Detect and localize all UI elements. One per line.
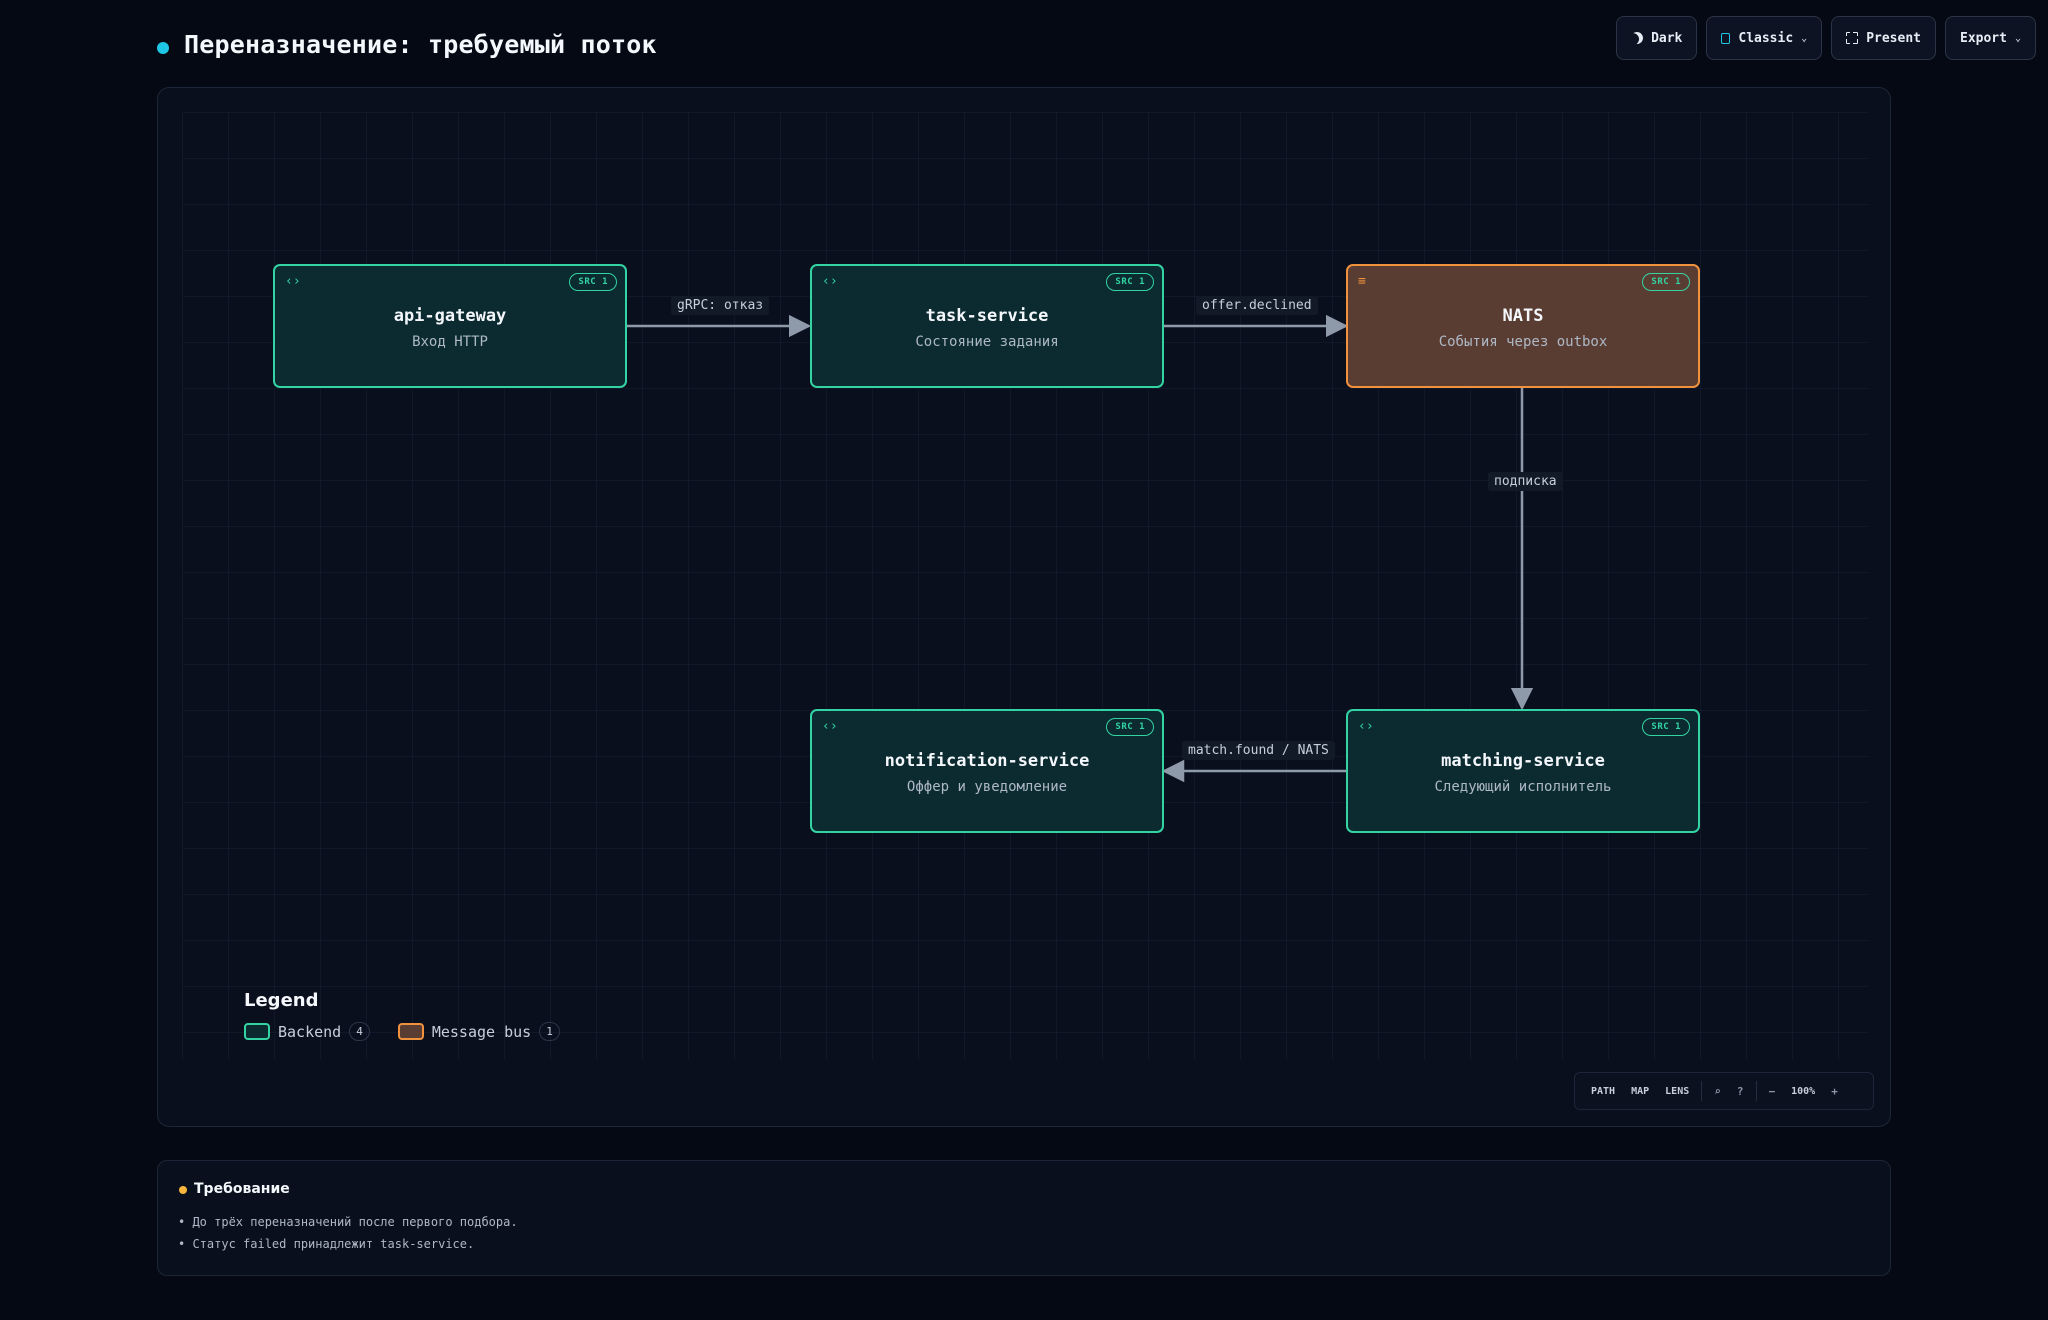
style-label: Classic	[1738, 30, 1794, 46]
node-title: task-service	[925, 306, 1049, 326]
legend-item-message-bus[interactable]: Message bus 1	[397, 1022, 560, 1041]
code-icon: ‹›	[822, 274, 838, 289]
present-label: Present	[1866, 30, 1921, 46]
source-badge: SRC 1	[1642, 273, 1690, 291]
node-notification-service[interactable]: ‹› SRC 1 notification-service Оффер и ув…	[810, 709, 1164, 833]
edge-label-offer-declined: offer.declined	[1196, 296, 1318, 315]
chevron-down-icon: ⌄	[2014, 32, 2021, 44]
diagram-canvas[interactable]: gRPC: отказ offer.declined подписка matc…	[157, 87, 1891, 1127]
node-subtitle: События через outbox	[1438, 334, 1608, 350]
zoom-in-button[interactable]: +	[1831, 1084, 1838, 1098]
requirement-list: До трёх переназначений после первого под…	[178, 1211, 518, 1255]
requirement-item: Статус failed принадлежит task-service.	[178, 1233, 518, 1255]
backend-swatch	[244, 1023, 270, 1040]
code-icon: ‹›	[285, 274, 301, 289]
node-title: notification-service	[884, 751, 1090, 771]
source-badge: SRC 1	[1642, 718, 1690, 736]
page-title: Переназначение: требуемый поток	[184, 30, 657, 59]
legend-count: 4	[349, 1022, 370, 1041]
requirement-panel: Требование До трёх переназначений после …	[157, 1160, 1891, 1276]
zoom-out-button[interactable]: −	[1768, 1084, 1776, 1098]
node-subtitle: Состояние задания	[915, 334, 1059, 350]
node-subtitle: Следующий исполнитель	[1434, 779, 1612, 795]
edge-label-subscription: подписка	[1488, 472, 1563, 491]
theme-label: Dark	[1651, 30, 1683, 46]
message-bus-swatch	[397, 1023, 424, 1040]
node-task-service[interactable]: ‹› SRC 1 task-service Состояние задания	[810, 264, 1164, 388]
requirement-dot	[179, 1186, 187, 1194]
legend-count: 1	[539, 1022, 560, 1041]
legend: Backend 4 Message bus 1	[244, 1022, 560, 1041]
requirement-title: Требование	[194, 1181, 290, 1197]
export-label: Export	[1960, 30, 2007, 46]
legend-label: Message bus	[431, 1022, 532, 1041]
moon-icon	[1629, 30, 1645, 46]
node-matching-service[interactable]: ‹› SRC 1 matching-service Следующий испо…	[1346, 709, 1700, 833]
search-icon[interactable]: ⌕	[1714, 1084, 1721, 1098]
divider	[1755, 1081, 1757, 1101]
chevron-down-icon: ⌄	[1801, 32, 1808, 44]
node-title: api-gateway	[393, 306, 507, 326]
menu-icon: ≡	[1358, 274, 1366, 289]
node-title: matching-service	[1441, 751, 1605, 771]
map-button[interactable]: MAP	[1631, 1085, 1650, 1097]
canvas-controls: PATH MAP LENS ⌕ ? − 100% +	[1574, 1072, 1874, 1110]
path-button[interactable]: PATH	[1591, 1085, 1616, 1097]
code-icon: ‹›	[822, 719, 838, 734]
title-status-dot	[157, 42, 169, 54]
requirement-item: До трёх переназначений после первого под…	[178, 1211, 517, 1233]
present-button[interactable]: Present	[1831, 16, 1936, 60]
node-nats[interactable]: ≡ SRC 1 NATS События через outbox	[1346, 264, 1700, 388]
node-title: NATS	[1502, 306, 1544, 326]
source-badge: SRC 1	[1106, 718, 1154, 736]
legend-item-backend[interactable]: Backend 4	[244, 1022, 370, 1041]
zoom-level: 100%	[1791, 1085, 1816, 1097]
diagram-edges	[627, 314, 1534, 783]
style-select-button[interactable]: Classic ⌄	[1706, 16, 1823, 60]
node-api-gateway[interactable]: ‹› SRC 1 api-gateway Вход HTTP	[273, 264, 627, 388]
theme-toggle-button[interactable]: Dark	[1616, 16, 1698, 60]
palette-icon	[1721, 32, 1731, 44]
edge-label-grpc: gRPC: отказ	[671, 296, 770, 315]
node-subtitle: Оффер и уведомление	[906, 779, 1068, 795]
lens-button[interactable]: LENS	[1665, 1085, 1690, 1097]
export-button[interactable]: Export ⌄	[1945, 16, 2036, 60]
node-subtitle: Вход HTTP	[412, 334, 488, 350]
edge-label-match-found: match.found / NATS	[1182, 741, 1335, 760]
fullscreen-icon	[1845, 31, 1860, 45]
legend-label: Backend	[278, 1022, 342, 1041]
code-icon: ‹›	[1358, 719, 1374, 734]
divider	[1701, 1081, 1703, 1101]
help-icon[interactable]: ?	[1736, 1084, 1744, 1098]
source-badge: SRC 1	[1106, 273, 1154, 291]
source-badge: SRC 1	[569, 273, 617, 291]
legend-title: Legend	[244, 990, 319, 1011]
toolbar: Dark Classic ⌄ Present Export ⌄	[1616, 16, 2036, 60]
